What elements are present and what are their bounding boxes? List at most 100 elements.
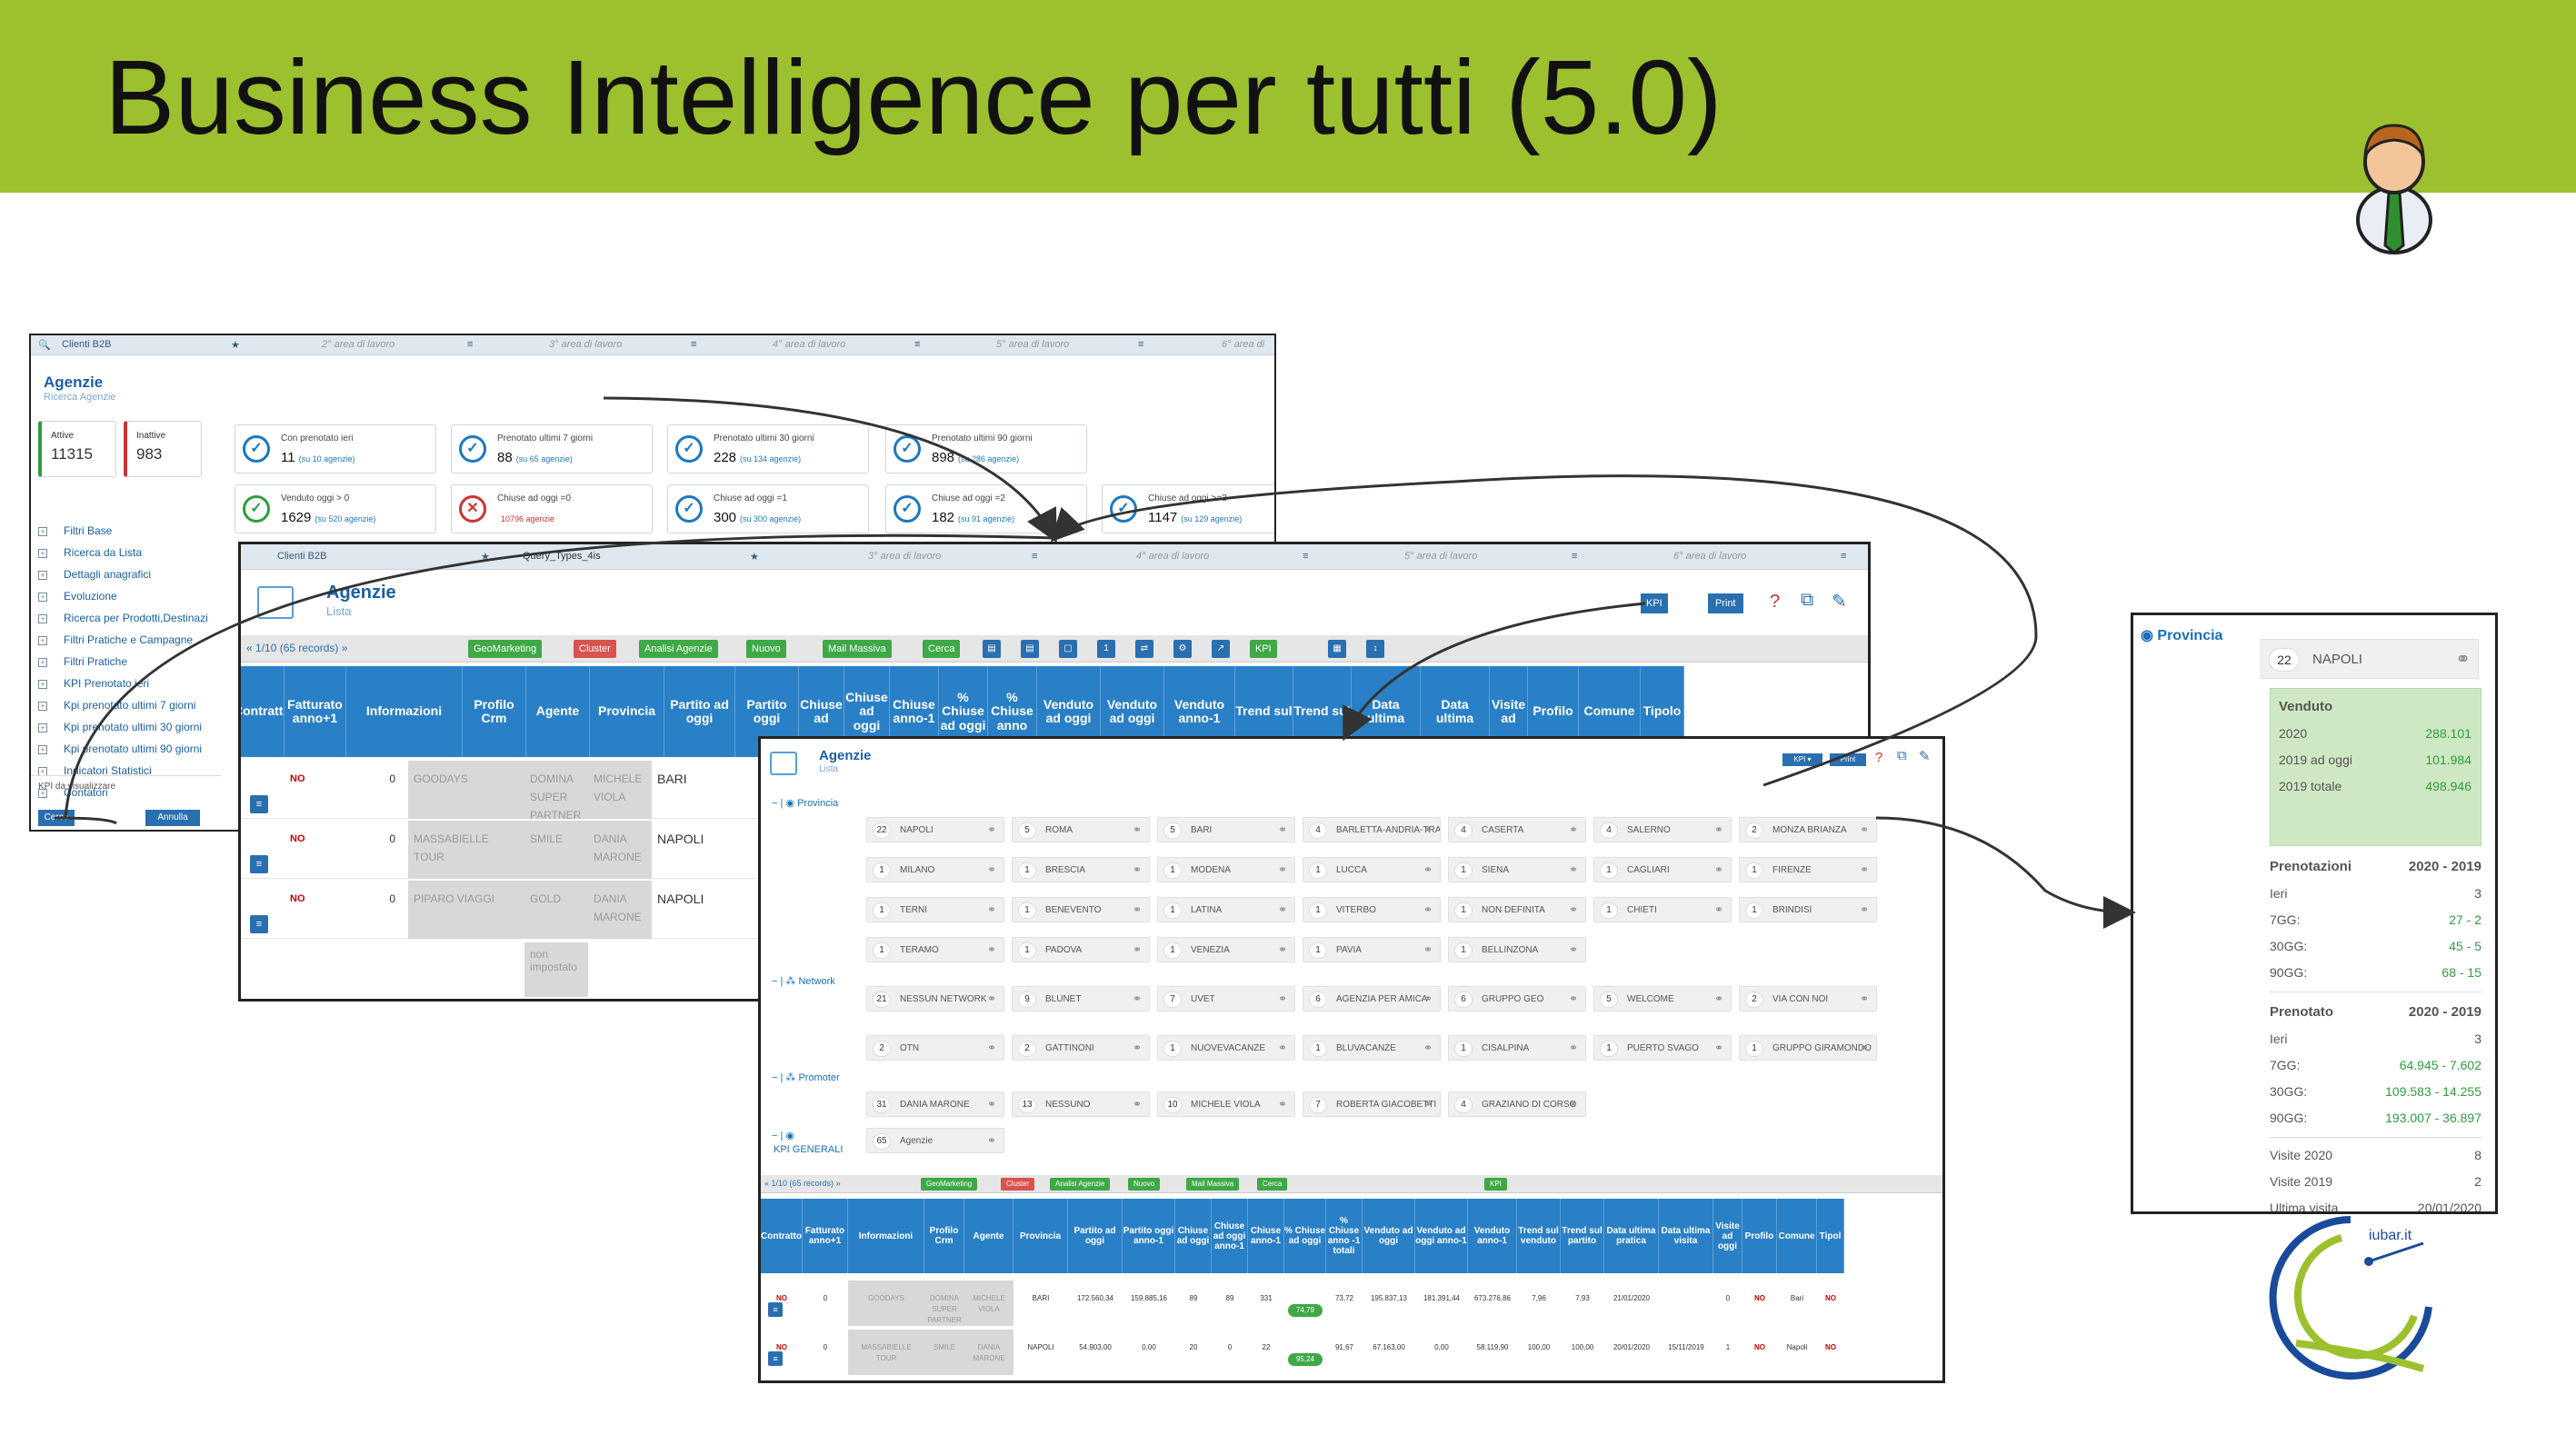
swap-icon[interactable]: ⇄ — [1135, 640, 1153, 658]
link-icon[interactable]: ⚭ — [1859, 992, 1869, 1005]
column-header[interactable]: Informazioni — [848, 1199, 924, 1273]
expand-icon[interactable]: + — [38, 636, 47, 645]
star-icon[interactable]: ★ — [750, 552, 759, 563]
analisi-agenzie-button[interactable]: Analisi Agenzie — [639, 640, 718, 658]
link-icon[interactable]: ⚭ — [1713, 1041, 1723, 1054]
column-header[interactable]: Contratto — [761, 1199, 803, 1273]
column-header[interactable]: Partito ad oggi — [1068, 1199, 1123, 1273]
column-header[interactable]: Partito ad oggi — [664, 666, 735, 757]
column-header[interactable]: Comune — [1777, 1199, 1817, 1273]
column-header[interactable]: Profilo — [1742, 1199, 1777, 1273]
tab-query-types[interactable]: Query_Types_4is — [523, 551, 601, 562]
link-icon[interactable]: ⚭ — [1859, 863, 1869, 876]
link-icon[interactable]: ⚭ — [1713, 992, 1723, 1005]
column-header[interactable]: Data ultima pratica — [1604, 1199, 1659, 1273]
nuovo-button[interactable]: Nuovo — [746, 640, 786, 658]
link-icon[interactable]: ⚭ — [1423, 1098, 1433, 1111]
link-icon[interactable]: ⚭ — [986, 992, 996, 1005]
link-icon[interactable]: ⚭ — [1277, 1098, 1287, 1111]
external-icon[interactable]: ↗ — [1212, 640, 1230, 658]
work-area-3[interactable]: 3° area di lavoro — [868, 551, 942, 562]
menu-icon[interactable]: ≡ — [1841, 551, 1847, 562]
menu-item-7[interactable]: +KPI Prenotato ieri — [38, 677, 149, 690]
link-icon[interactable]: ⚭ — [1859, 903, 1869, 916]
link-icon[interactable]: ⚭ — [1713, 903, 1723, 916]
geomarketing-button[interactable]: GeoMarketing — [921, 1178, 978, 1191]
link-icon[interactable]: ⚭ — [1568, 1041, 1578, 1054]
link-icon[interactable]: ⚭ — [1423, 863, 1433, 876]
external-link-icon[interactable]: ⧉ — [1801, 590, 1814, 610]
link-icon[interactable]: ⚭ — [1132, 823, 1142, 836]
menu-item-2[interactable]: +Dettagli anagrafici — [38, 568, 151, 581]
link-icon[interactable]: ⚭ — [1859, 823, 1869, 836]
link-icon[interactable]: ⚭ — [1277, 903, 1287, 916]
link-icon[interactable]: ⚭ — [986, 903, 996, 916]
inattive-card[interactable]: Inattive 983 — [124, 421, 202, 477]
column-header[interactable]: Venduto ad oggi anno-1 — [1415, 1199, 1468, 1273]
work-area-6[interactable]: 6° area di — [1222, 339, 1265, 350]
link-icon[interactable]: ⚭ — [1423, 903, 1433, 916]
kpi-button[interactable]: KPI ▾ — [1782, 753, 1822, 766]
link-icon[interactable]: ⚭ — [1568, 943, 1578, 956]
cerca-button[interactable]: Cerca — [1257, 1178, 1288, 1191]
kpi-generali-section[interactable]: − | ◉ — [772, 1131, 794, 1141]
menu-icon[interactable]: ≡ — [691, 339, 697, 350]
expand-icon[interactable]: + — [38, 593, 47, 602]
grid-icon[interactable]: ▦ — [1328, 640, 1346, 658]
link-icon[interactable]: ⚭ — [1713, 823, 1723, 836]
column-header[interactable]: Trend sul partito — [1561, 1199, 1604, 1273]
menu-icon[interactable]: ≡ — [467, 339, 474, 350]
link-icon[interactable]: ⚭ — [986, 863, 996, 876]
link-icon[interactable]: ⚭ — [986, 1041, 996, 1054]
work-area-2[interactable]: 2° area di lavoro — [322, 339, 395, 350]
geomarketing-button[interactable]: GeoMarketing — [468, 640, 543, 658]
row-menu-icon[interactable]: ≡ — [768, 1302, 783, 1317]
menu-icon[interactable]: ≡ — [1303, 551, 1309, 562]
cancel-button[interactable]: Annulla — [145, 810, 200, 826]
expand-icon[interactable]: + — [38, 745, 47, 754]
settings-icon[interactable]: ⚙ — [1173, 640, 1192, 658]
kpi-dropdown-button[interactable]: KPI — [1484, 1178, 1507, 1191]
expand-icon[interactable]: + — [38, 527, 47, 536]
column-header[interactable]: Provincia — [590, 666, 664, 757]
nuovo-button[interactable]: Nuovo — [1128, 1178, 1161, 1191]
kpi-dropdown-button[interactable]: KPI — [1250, 640, 1277, 658]
promoter-section[interactable]: − | ⁂ Promoter — [772, 1072, 840, 1083]
column-header[interactable]: Venduto ad oggi — [1363, 1199, 1415, 1273]
menu-item-0[interactable]: +Filtri Base — [38, 524, 112, 537]
menu-icon[interactable]: ≡ — [1032, 551, 1038, 562]
pager[interactable]: « 1/10 (65 records) » — [764, 1179, 841, 1188]
column-header[interactable]: Visite ad oggi — [1713, 1199, 1742, 1273]
link-icon[interactable]: ⚭ — [1423, 1041, 1433, 1054]
expand-icon[interactable]: + — [38, 702, 47, 711]
column-header[interactable]: Tipol — [1817, 1199, 1844, 1273]
link-icon[interactable]: ⚭ — [1132, 863, 1142, 876]
